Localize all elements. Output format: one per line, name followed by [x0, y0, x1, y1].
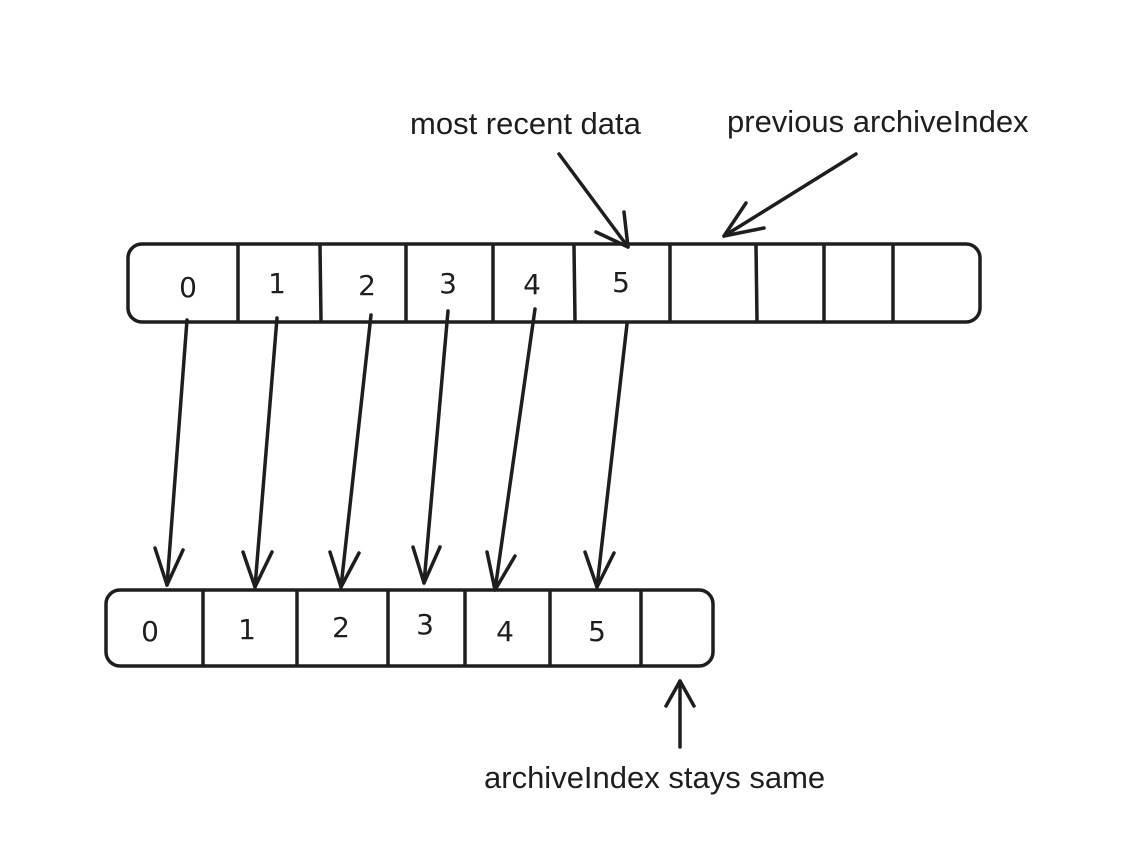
copy-arrow-5 [583, 322, 629, 589]
top-divider [754, 244, 759, 322]
top-cell-1: 1 [268, 267, 286, 300]
previous-archive-index-arrow [722, 152, 858, 238]
arrowhead-icon [664, 679, 696, 708]
arrowhead-icon [241, 550, 274, 589]
label-previous-archive-index: previous archiveIndex [727, 104, 1029, 139]
bottom-cell-3: 3 [416, 608, 434, 641]
arrowhead-icon [153, 546, 185, 587]
bottom-cell-0: 0 [141, 615, 159, 648]
copy-arrow-1 [241, 316, 279, 589]
arrowhead-icon [722, 201, 766, 238]
bottom-cell-2: 2 [332, 611, 350, 644]
arrowhead-icon [485, 550, 517, 592]
top-cell-5: 5 [612, 266, 630, 299]
top-array-outline [126, 242, 982, 324]
top-divider [572, 244, 577, 322]
top-cell-3: 3 [439, 267, 457, 300]
bottom-array-outline [104, 588, 715, 668]
copy-arrow-shaft [253, 316, 279, 589]
copy-arrow-shaft [165, 318, 189, 587]
previous-index-arrow-shaft [722, 152, 858, 238]
top-array: 0 1 2 3 4 5 [126, 242, 982, 324]
archive-index-stays-same-arrow [664, 679, 696, 749]
bottom-array-dividers [201, 590, 643, 666]
arrowhead-icon [594, 210, 630, 249]
copy-arrow-shaft [339, 313, 373, 589]
top-cell-2: 2 [358, 269, 376, 302]
top-cell-0: 0 [179, 271, 197, 304]
bottom-cell-4: 4 [496, 615, 514, 648]
copy-arrow-0 [153, 318, 189, 587]
copy-arrow-shaft [595, 322, 629, 589]
top-cell-4: 4 [523, 268, 541, 301]
most-recent-data-arrow [557, 152, 630, 249]
top-array-dividers [236, 244, 895, 322]
bottom-cell-1: 1 [238, 613, 256, 646]
top-divider [318, 244, 323, 322]
copy-arrow-3 [411, 309, 450, 585]
label-most-recent-data: most recent data [410, 106, 642, 141]
arrowhead-icon [411, 545, 442, 585]
copy-arrow-2 [328, 313, 373, 589]
bottom-array: 0 1 2 3 4 5 [104, 588, 715, 668]
copy-arrow-shaft [422, 309, 450, 585]
copy-arrows [153, 307, 629, 592]
copy-arrow-4 [485, 307, 537, 592]
arrowhead-icon [583, 550, 616, 589]
most-recent-arrow-shaft [557, 152, 630, 249]
copy-arrow-shaft [493, 307, 537, 592]
label-archive-index-stays-same: archiveIndex stays same [484, 760, 825, 795]
bottom-cell-5: 5 [588, 615, 606, 648]
arrowhead-icon [328, 550, 361, 589]
